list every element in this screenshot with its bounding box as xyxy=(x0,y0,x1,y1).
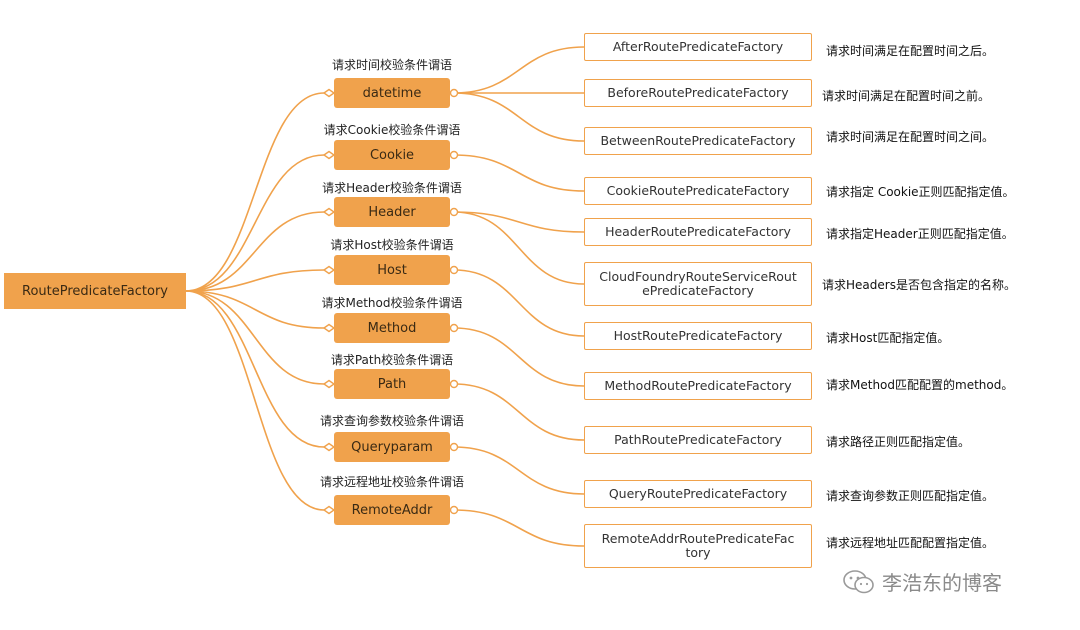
connector-line xyxy=(453,211,585,233)
connector-line xyxy=(185,211,325,292)
watermark-text: 李浩东的博客 xyxy=(882,571,1002,595)
category-caption: 请求时间校验条件谓语 xyxy=(331,58,452,72)
category-caption: 请求Header校验条件谓语 xyxy=(322,181,462,195)
category-node-queryparam: Queryparam xyxy=(334,432,450,462)
connector-diamond xyxy=(322,265,336,275)
connector-dot xyxy=(449,442,459,452)
connector-dot xyxy=(449,150,459,160)
factory-node: RemoteAddrRoutePredicateFac tory xyxy=(584,524,812,568)
connector-dot xyxy=(449,265,459,275)
category-caption: 请求Method校验条件谓语 xyxy=(321,296,463,310)
category-node-header: Header xyxy=(334,197,450,227)
category-caption: 请求远程地址校验条件谓语 xyxy=(319,475,464,489)
connector-line xyxy=(453,269,585,337)
factory-description: 请求指定 Cookie正则匹配指定值。 xyxy=(826,185,1015,199)
connector-diamond xyxy=(322,442,336,452)
connector-line xyxy=(453,46,585,94)
factory-node: AfterRoutePredicateFactory xyxy=(584,33,812,61)
factory-node: BetweenRoutePredicateFactory xyxy=(584,127,812,155)
connector-diamond xyxy=(322,207,336,217)
connector-line xyxy=(453,327,585,387)
category-node-datetime: datetime xyxy=(334,78,450,108)
connector-dot xyxy=(449,323,459,333)
factory-node: HostRoutePredicateFactory xyxy=(584,322,812,350)
connector-line xyxy=(185,154,325,292)
category-caption: 请求Host校验条件谓语 xyxy=(330,238,454,252)
factory-node: BeforeRoutePredicateFactory xyxy=(584,79,812,107)
factory-description: 请求Host匹配指定值。 xyxy=(826,331,950,345)
watermark: 李浩东的博客 xyxy=(842,567,1002,596)
root-node: RoutePredicateFactory xyxy=(4,273,186,309)
factory-node: MethodRoutePredicateFactory xyxy=(584,372,812,400)
category-node-host: Host xyxy=(334,255,450,285)
category-node-cookie: Cookie xyxy=(334,140,450,170)
factory-node: CloudFoundryRouteServiceRout ePredicateF… xyxy=(584,262,812,306)
factory-description: 请求时间满足在配置时间之后。 xyxy=(826,44,995,58)
connector-diamond xyxy=(322,323,336,333)
connector-line xyxy=(185,290,325,385)
factory-node: CookieRoutePredicateFactory xyxy=(584,177,812,205)
connector-line xyxy=(185,290,325,511)
connector-line xyxy=(453,509,585,547)
factory-description: 请求路径正则匹配指定值。 xyxy=(826,435,971,449)
connector-dot xyxy=(449,207,459,217)
category-node-path: Path xyxy=(334,369,450,399)
factory-description: 请求查询参数正则匹配指定值。 xyxy=(826,489,995,503)
connector-diamond xyxy=(322,505,336,515)
connector-line xyxy=(453,92,585,142)
connector-line xyxy=(453,446,585,495)
connector-dot xyxy=(449,379,459,389)
category-caption: 请求Path校验条件谓语 xyxy=(330,353,454,367)
connector-dot xyxy=(449,505,459,515)
factory-description: 请求指定Header正则匹配指定值。 xyxy=(826,227,1014,241)
connector-line xyxy=(185,92,325,292)
wechat-icon xyxy=(843,569,874,593)
category-caption: 请求Cookie校验条件谓语 xyxy=(323,123,461,137)
factory-description: 请求时间满足在配置时间之前。 xyxy=(822,89,991,103)
connector-line xyxy=(453,211,585,285)
category-node-remoteaddr: RemoteAddr xyxy=(334,495,450,525)
category-node-method: Method xyxy=(334,313,450,343)
connector-line xyxy=(453,154,585,192)
category-caption: 请求查询参数校验条件谓语 xyxy=(319,414,464,428)
connector-line xyxy=(185,269,325,292)
factory-node: QueryRoutePredicateFactory xyxy=(584,480,812,508)
factory-description: 请求Method匹配配置的method。 xyxy=(826,378,1014,392)
factory-description: 请求时间满足在配置时间之间。 xyxy=(826,130,995,144)
factory-description: 请求远程地址匹配配置指定值。 xyxy=(826,536,995,550)
connector-line xyxy=(453,383,585,441)
factory-node: HeaderRoutePredicateFactory xyxy=(584,218,812,246)
connector-diamond xyxy=(322,379,336,389)
factory-node: PathRoutePredicateFactory xyxy=(584,426,812,454)
factory-description: 请求Headers是否包含指定的名称。 xyxy=(822,278,1016,292)
connector-diamond xyxy=(322,88,336,98)
connector-line xyxy=(185,290,325,448)
connector-diamond xyxy=(322,150,336,160)
connector-line xyxy=(185,290,325,329)
connector-dot xyxy=(449,88,459,98)
